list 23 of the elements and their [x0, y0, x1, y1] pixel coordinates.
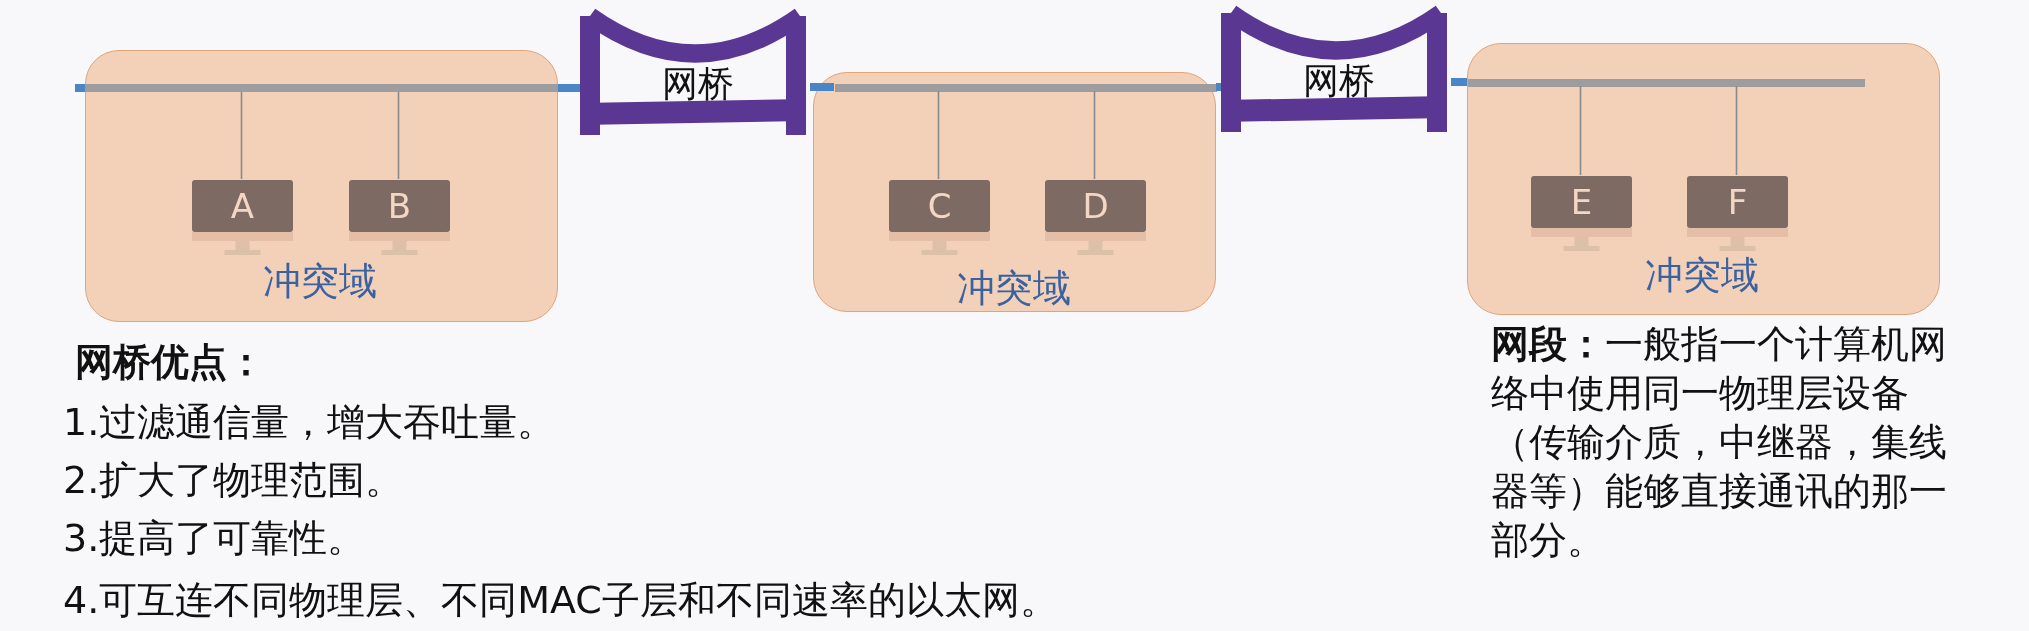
list-item: 2.扩大了物理范围。: [63, 461, 404, 499]
list-item: 3.提高了可靠性。: [63, 519, 366, 557]
drop-line: [1579, 85, 1582, 176]
bridge-label: 网桥: [662, 61, 734, 106]
drop-line: [397, 91, 400, 180]
collision-domain-box: [813, 72, 1216, 312]
bus-link: [558, 84, 580, 92]
bus-link: [1216, 83, 1221, 91]
domain-label: 冲突域: [957, 264, 1071, 312]
list-item: 4.可互连不同物理层、不同MAC子层和不同速率的以太网。: [63, 581, 1058, 619]
bus-link: [810, 83, 834, 91]
drop-line: [1093, 90, 1096, 180]
list-item: 1.过滤通信量，增大吞吐量。: [63, 403, 556, 441]
bridge-label: 网桥: [1303, 58, 1375, 103]
definition-text: 网段：一般指一个计算机网络中使用同一物理层设备（传输介质，中继器，集线器等）能够直接通讯的那一部分。: [1491, 321, 1948, 564]
domain-label: 冲突域: [1645, 251, 1759, 299]
drop-line: [240, 91, 243, 180]
collision-domain-box: [85, 50, 558, 322]
drop-line: [1735, 85, 1738, 176]
list-heading: 网桥优点：: [75, 343, 265, 381]
drop-line: [937, 90, 940, 180]
domain-label: 冲突域: [263, 257, 377, 305]
collision-domain-box: [1467, 43, 1940, 315]
